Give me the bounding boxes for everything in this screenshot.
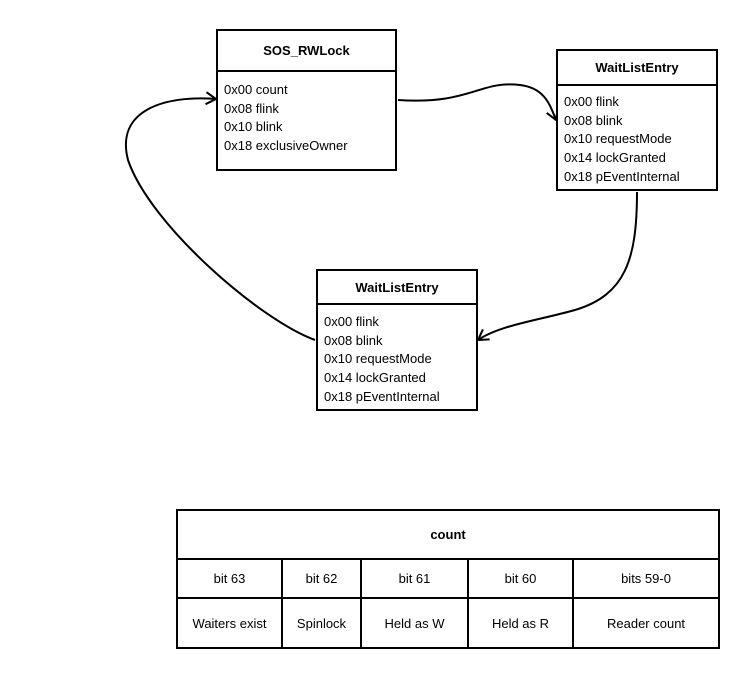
field-p-event-internal: 0x18 pEventInternal bbox=[564, 168, 680, 184]
wait-list-entry-2: WaitListEntry 0x00 flink 0x08 blink 0x10… bbox=[316, 269, 478, 411]
field-request-mode: 0x10 requestMode bbox=[564, 131, 672, 147]
field-lock-granted: 0x14 lockGranted bbox=[564, 150, 666, 166]
arrow-rwlock-to-entry1 bbox=[397, 83, 559, 122]
field-blink: 0x08 blink bbox=[564, 112, 623, 128]
field-flink: 0x00 flink bbox=[564, 94, 619, 109]
bit-61-cell: bit 61 bbox=[360, 558, 469, 599]
count-title: count bbox=[175, 509, 721, 560]
field-exclusive-owner: 0x18 exclusiveOwner bbox=[224, 138, 348, 154]
bit-60-cell: bit 60 bbox=[467, 558, 574, 599]
count-bits-table: count bit 63 bit 62 bit 61 bit 60 bits 5… bbox=[175, 509, 721, 649]
arrow-entry1-to-entry2 bbox=[476, 191, 638, 342]
field-lock-granted: 0x14 lockGranted bbox=[324, 370, 426, 386]
bit-62-cell: bit 62 bbox=[281, 558, 362, 599]
sos-rwlock-struct: SOS_RWLock 0x00 count 0x08 flink 0x10 bl… bbox=[216, 29, 397, 171]
spinlock-cell: Spinlock bbox=[281, 597, 362, 649]
bit-63-cell: bit 63 bbox=[176, 558, 283, 599]
field-blink: 0x08 blink bbox=[324, 332, 383, 348]
reader-count-cell: Reader count bbox=[571, 597, 721, 649]
table-row-bits: bit 63 bit 62 bit 61 bit 60 bits 59-0 bbox=[176, 558, 721, 599]
field-request-mode: 0x10 requestMode bbox=[324, 351, 432, 367]
field-flink: 0x08 flink bbox=[224, 100, 279, 116]
struct-title: SOS_RWLock bbox=[218, 31, 395, 72]
held-as-r-cell: Held as R bbox=[467, 597, 574, 649]
held-as-w-cell: Held as W bbox=[360, 597, 469, 649]
struct-fields: 0x00 count 0x08 flink 0x10 blink 0x18 ex… bbox=[218, 72, 395, 156]
waiters-exist-cell: Waiters exist bbox=[176, 597, 283, 649]
struct-title: WaitListEntry bbox=[318, 271, 476, 305]
field-blink: 0x10 blink bbox=[224, 119, 283, 135]
wait-list-entry-1: WaitListEntry 0x00 flink 0x08 blink 0x10… bbox=[556, 49, 718, 191]
field-flink: 0x00 flink bbox=[324, 314, 379, 329]
bits-59-0-cell: bits 59-0 bbox=[571, 558, 721, 599]
table-row-meanings: Waiters exist Spinlock Held as W Held as… bbox=[176, 597, 721, 649]
field-count: 0x00 count bbox=[224, 82, 288, 97]
struct-fields: 0x00 flink 0x08 blink 0x10 requestMode 0… bbox=[558, 86, 716, 187]
field-p-event-internal: 0x18 pEventInternal bbox=[324, 388, 440, 404]
struct-fields: 0x00 flink 0x08 blink 0x10 requestMode 0… bbox=[318, 305, 476, 407]
struct-title: WaitListEntry bbox=[558, 51, 716, 86]
table-header-row: count bbox=[175, 509, 721, 560]
